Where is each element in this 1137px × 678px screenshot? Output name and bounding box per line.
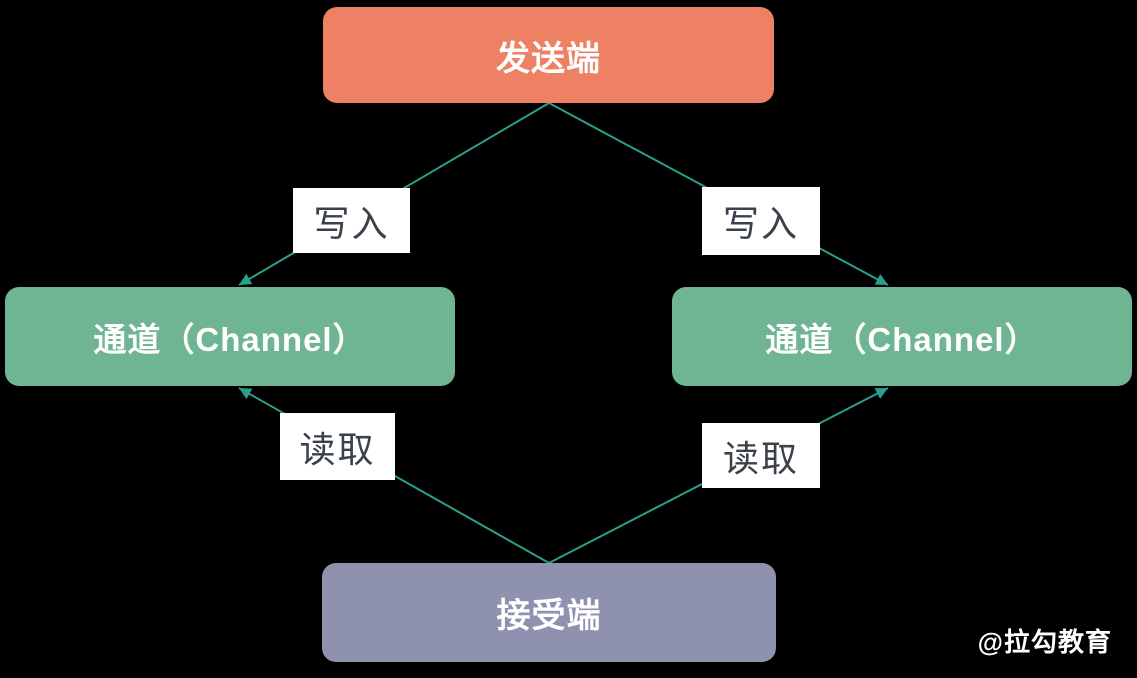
sender-node-label: 发送端 xyxy=(496,39,601,78)
channel-left-node-label: 通道（Channel） xyxy=(93,320,367,358)
watermark: @拉勾教育 xyxy=(977,627,1112,657)
channel-right-node-label: 通道（Channel） xyxy=(765,320,1039,358)
receiver-node-label: 接受端 xyxy=(496,597,602,635)
receiver-node: 接受端 xyxy=(322,563,776,662)
edge-label-write-right: 写入 xyxy=(702,187,820,255)
channel-right-node: 通道（Channel） xyxy=(672,287,1132,386)
channel-left-node: 通道（Channel） xyxy=(5,287,455,386)
edge-label-read-right: 读取 xyxy=(702,423,820,488)
edge-label-write-left: 写入 xyxy=(293,188,410,253)
sender-node: 发送端 xyxy=(323,7,774,103)
edge-label-read-left: 读取 xyxy=(280,413,395,480)
